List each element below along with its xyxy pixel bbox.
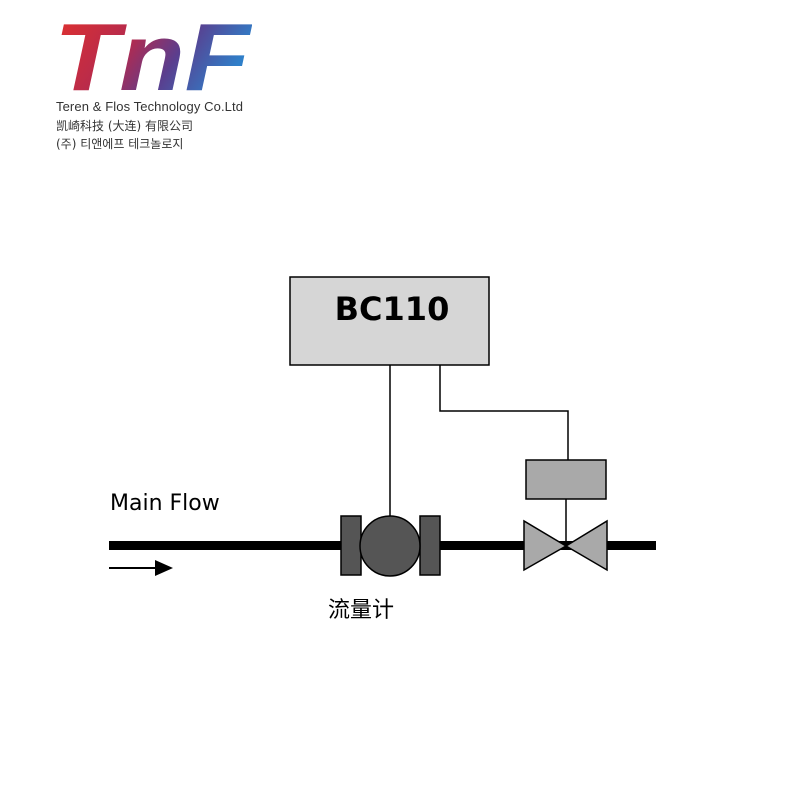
control-valve-icon	[523, 459, 608, 572]
valve-body-right	[564, 519, 608, 572]
tnf-logo-mark: TnF	[54, 10, 252, 100]
controller-label: BC110	[335, 290, 450, 328]
valve-signal-line	[439, 365, 569, 460]
flowmeter-icon	[340, 515, 441, 577]
flowmeter-label: 流量计	[328, 598, 394, 623]
main-flow-label: Main Flow	[110, 491, 220, 516]
valve-body-left	[523, 519, 568, 572]
meter-flange-left	[340, 515, 362, 576]
logo-mark-text: TnF	[54, 10, 252, 100]
arrow-right-icon	[109, 560, 173, 576]
company-logo: TnF Teren & Flos Technology Co.Ltd 凯崎科技 …	[52, 10, 312, 160]
company-name-en: Teren & Flos Technology Co.Ltd	[56, 99, 244, 114]
valve-actuator	[525, 459, 607, 500]
company-name-cn: 凯崎科技 (大连) 有限公司	[56, 119, 193, 133]
meter-flange-right	[419, 515, 441, 576]
controller-box	[289, 276, 490, 366]
company-name-kr: (주) 티앤에프 테크놀로지	[56, 137, 184, 151]
meter-body	[359, 515, 421, 577]
